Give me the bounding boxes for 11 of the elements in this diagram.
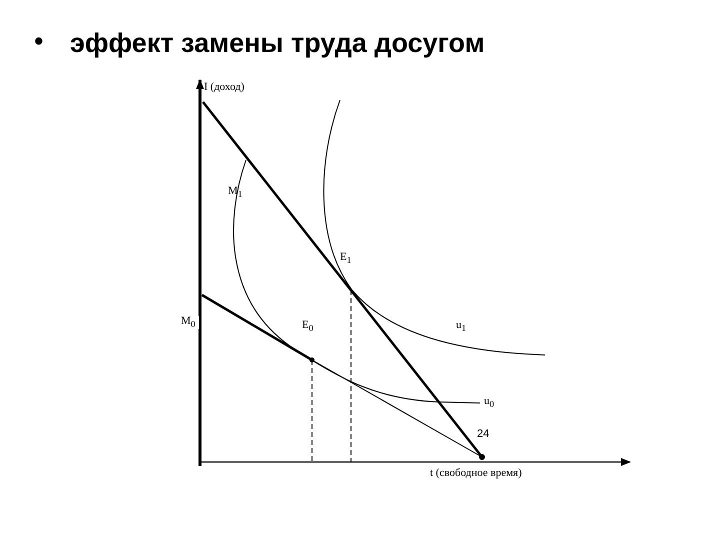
point-label: E$_{1}$: [340, 252, 352, 266]
curve-label: u$_{0}$: [484, 396, 494, 410]
axis-label: I (доход): [204, 82, 244, 93]
axis-label: t (свободное время): [430, 468, 522, 479]
bullet: •: [34, 28, 44, 55]
value-label: 24: [477, 429, 490, 440]
curve-label: M$_{1}$: [228, 186, 242, 200]
curve-label: u$_{1}$: [456, 320, 466, 334]
curve-label: M$_{0}$: [181, 316, 200, 330]
slide-title: эффект замены труда досугом: [70, 28, 485, 59]
point-label: E$_{0}$: [302, 320, 314, 334]
